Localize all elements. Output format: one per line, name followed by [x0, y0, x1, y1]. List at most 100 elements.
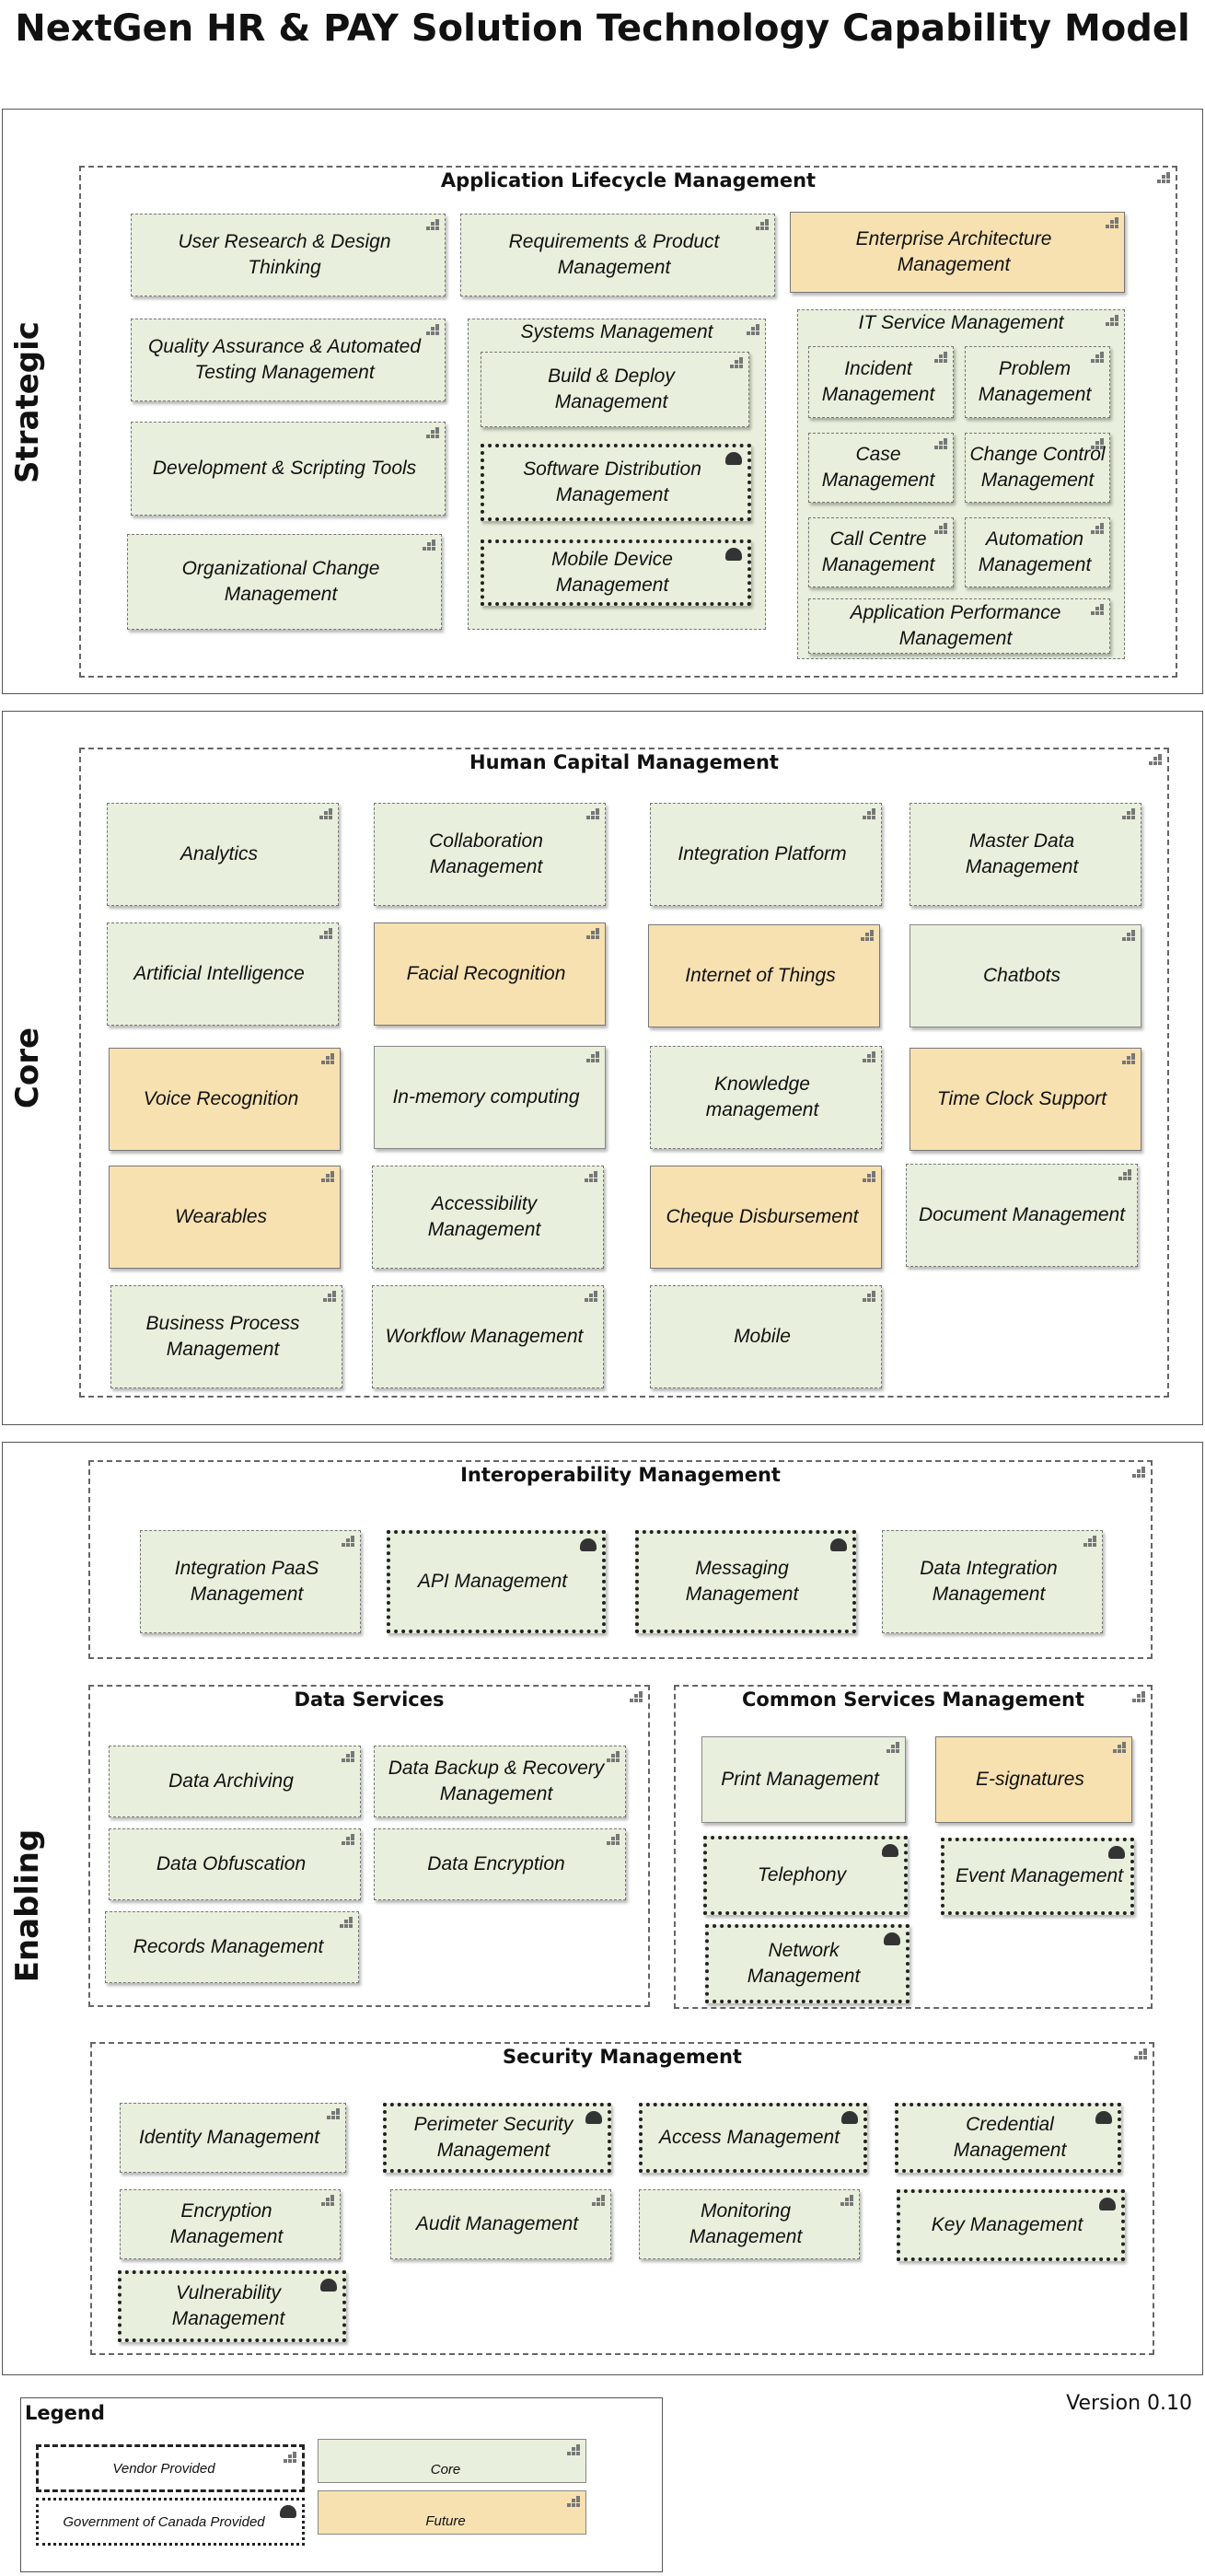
capability-icon — [1091, 523, 1104, 534]
capability-collaboration: Collaboration Management — [374, 803, 606, 906]
capability-identity: Identity Management — [120, 2103, 346, 2173]
capability-mobile: Mobile — [650, 1285, 882, 1388]
capability-icon — [284, 2452, 296, 2463]
capability-build-deploy: Build & Deploy Management — [481, 352, 749, 427]
alm-group-title: Application Lifecycle Management — [440, 169, 817, 191]
capability-qa: Quality Assurance & Automated Testing Ma… — [131, 319, 446, 401]
capability-label: Knowledge management — [705, 1073, 819, 1120]
capability-icon — [342, 1834, 354, 1845]
capability-event: Event Management — [941, 1838, 1134, 1915]
legend: Legend Vendor Provided Government of Can… — [20, 2397, 663, 2572]
capability-time-clock: Time Clock Support — [910, 1048, 1141, 1151]
capability-icon — [1118, 1169, 1131, 1180]
security-group: Security Management — [90, 2042, 1154, 2355]
capability-access: Access Management — [639, 2103, 867, 2173]
legend-vendor: Vendor Provided — [36, 2444, 305, 2492]
capability-label: Network Management — [747, 1939, 861, 1987]
legend-title: Legend — [25, 2402, 105, 2424]
capability-bpm: Business Process Management — [110, 1285, 342, 1388]
capability-icon — [426, 324, 439, 335]
capability-org-change: Organizational Change Management — [127, 534, 442, 630]
capability-automation: Automation Management — [965, 517, 1110, 587]
interop-group: Interoperability Management — [88, 1460, 1153, 1659]
capability-label: Application Performance Management — [850, 601, 1061, 649]
capability-label: Integration Platform — [678, 842, 847, 864]
capability-icon — [342, 1751, 354, 1762]
capability-print: Print Management — [701, 1736, 906, 1823]
capability-label: E-signatures — [976, 1768, 1084, 1790]
hcm-group-title: Human Capital Management — [469, 751, 779, 773]
capability-cheque: Cheque Disbursement — [650, 1166, 882, 1269]
capability-label: Data Integration Management — [920, 1557, 1058, 1605]
cloud-icon — [580, 1538, 597, 1551]
capability-label: Requirements & Product Management — [508, 230, 720, 278]
capability-icon — [863, 1051, 875, 1062]
capability-label: Data Encryption — [427, 1852, 565, 1874]
cloud-icon — [725, 548, 742, 561]
capability-icon — [863, 1291, 875, 1302]
capability-icon — [840, 2195, 853, 2206]
legend-government: Government of Canada Provided — [36, 2498, 305, 2546]
capability-icon — [1122, 808, 1135, 819]
capability-label: Case Management — [821, 443, 935, 491]
enabling-band-label: Enabling — [9, 1828, 46, 1983]
enabling-band — [2, 1442, 1203, 2375]
capability-case: Case Management — [808, 433, 954, 503]
capability-label: Analytics — [180, 842, 259, 864]
capability-icon — [756, 219, 769, 230]
capability-mobile-device: Mobile Device Management — [481, 540, 751, 606]
capability-icon — [586, 928, 599, 939]
capability-label: Audit Management — [415, 2212, 579, 2234]
capability-label: Change Control Management — [969, 443, 1106, 491]
cloud-icon — [1095, 2111, 1112, 2124]
capability-label: Workflow Management — [385, 1325, 584, 1347]
alm-group: Application Lifecycle Management — [79, 166, 1177, 678]
hcm-group: Human Capital Management — [79, 748, 1169, 1398]
capability-label: Business Process Management — [145, 1312, 300, 1360]
capability-audit: Audit Management — [390, 2189, 611, 2259]
capability-icon — [934, 523, 947, 534]
capability-wearables: Wearables — [109, 1166, 341, 1269]
capability-call-centre: Call Centre Management — [808, 517, 954, 587]
capability-label: Credential Management — [953, 2113, 1067, 2161]
cloud-icon — [841, 2111, 858, 2124]
security-group-title: Security Management — [503, 2046, 742, 2068]
capability-requirements: Requirements & Product Management — [460, 214, 775, 296]
capability-icon — [747, 324, 759, 335]
capability-label: In-memory computing — [392, 1085, 580, 1108]
capability-label: Mobile Device Management — [551, 548, 673, 596]
capability-label: Build & Deploy Management — [548, 365, 675, 412]
capability-icon — [426, 427, 439, 438]
strategic-band — [2, 109, 1203, 694]
capability-label: Data Archiving — [168, 1770, 294, 1792]
capability-label: Monitoring Management — [689, 2199, 803, 2247]
capability-label: Voice Recognition — [143, 1087, 299, 1109]
capability-icon — [426, 219, 439, 230]
capability-label: Call Centre Management — [821, 528, 935, 575]
capability-label: Document Management — [918, 1203, 1126, 1225]
capability-label: Time Clock Support — [936, 1087, 1107, 1109]
capability-icon — [585, 1291, 597, 1302]
capability-label: Chatbots — [982, 964, 1061, 986]
capability-perimeter: Perimeter Security Management — [383, 2103, 611, 2173]
capability-icon — [321, 1171, 334, 1182]
capability-label: Print Management — [721, 1768, 879, 1790]
capability-knowledge: Knowledge management — [650, 1046, 882, 1149]
capability-inmemory: In-memory computing — [374, 1046, 606, 1149]
capability-label: Cheque Disbursement — [666, 1205, 859, 1227]
capability-api: API Management — [387, 1530, 606, 1633]
capability-icon — [1106, 315, 1118, 326]
capability-monitoring: Monitoring Management — [639, 2189, 860, 2259]
capability-label: Data Obfuscation — [156, 1852, 307, 1874]
cloud-icon — [882, 1844, 898, 1857]
capability-icon — [1122, 930, 1135, 941]
capability-data-encryption: Data Encryption — [374, 1828, 626, 1900]
capability-icon — [321, 2195, 334, 2206]
legend-government-label: Government of Canada Provided — [63, 2513, 265, 2530]
capability-data-archiving: Data Archiving — [109, 1746, 361, 1817]
capability-chatbots: Chatbots — [910, 924, 1141, 1027]
cloud-icon — [280, 2505, 296, 2518]
capability-icon — [1113, 1742, 1126, 1753]
capability-label: Wearables — [175, 1205, 267, 1227]
capability-label: Identity Management — [138, 2126, 320, 2148]
